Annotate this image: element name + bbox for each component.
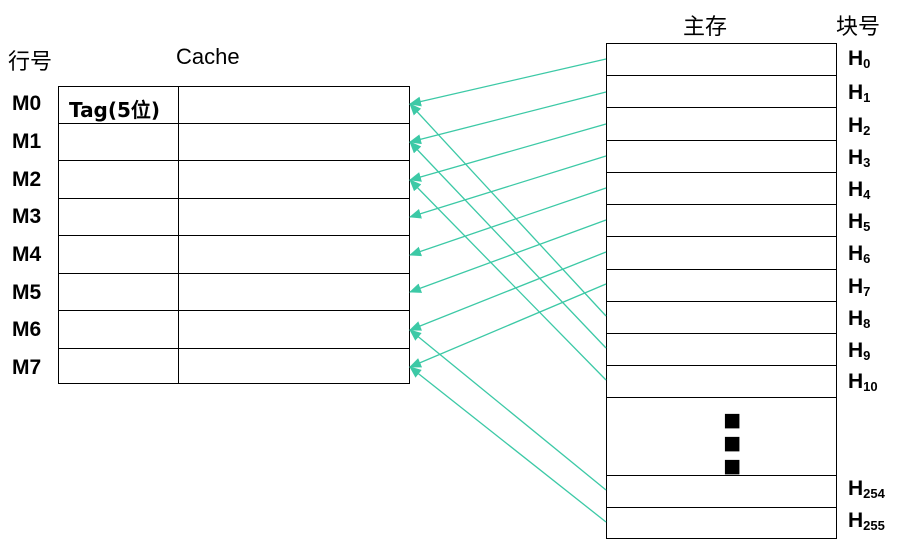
memory-row-divider [607,140,836,141]
main-memory-title: 主存 [683,15,728,40]
cache-row-label: M5 [12,281,42,304]
cache-title: Cache [176,44,240,69]
mapping-arrow [409,219,607,293]
cache-row-label: M2 [12,168,42,191]
block-label: H1 [848,81,871,105]
cache-row-label: M4 [12,243,42,266]
cache-row-label: M0 [12,92,42,115]
memory-row-divider [607,365,836,366]
memory-row-divider [607,172,836,173]
mapping-arrow [409,91,607,145]
cache-row-divider [59,235,409,236]
cache-row-label: M3 [12,205,42,228]
row-number-header: 行号 [8,50,53,75]
block-label: H4 [848,178,871,202]
cache-row-label: M1 [12,130,42,153]
ellipsis-dot: ■ [723,404,742,437]
main-memory-table: ■ ■ ■ [606,43,837,539]
mapping-arrow [409,58,607,107]
block-label: H5 [848,210,871,234]
mapping-arrow [409,179,607,381]
mapping-arrow [409,251,607,331]
block-label: H254 [848,477,885,501]
mapping-arrow [409,103,607,317]
cache-row-divider [59,160,409,161]
ellipsis-dot: ■ [723,427,742,460]
block-label: H3 [848,146,871,170]
block-label: H10 [848,370,878,394]
memory-row-divider [607,75,836,76]
block-label: H8 [848,307,871,331]
cache-row-label: M7 [12,356,42,379]
block-label: H9 [848,339,871,363]
memory-row-divider [607,236,836,237]
tag-cell: Tag(5位) [69,98,161,122]
mapping-arrow [409,123,607,182]
block-label: H2 [848,114,871,138]
block-label: H6 [848,242,871,266]
memory-row-divider [607,301,836,302]
mapping-arrow [409,366,607,523]
cache-table: Tag(5位) [58,86,410,384]
mapping-arrow [409,155,607,219]
memory-row-divider [607,333,836,334]
memory-row-divider [607,107,836,108]
cache-row-divider [59,198,409,199]
block-label: H7 [848,275,871,299]
mapping-arrow [409,329,607,491]
block-label: H0 [848,47,871,71]
memory-row-divider [607,204,836,205]
memory-row-divider [607,269,836,270]
memory-row-divider [607,475,836,476]
block-number-header: 块号 [836,15,881,40]
ellipsis-dot: ■ [723,450,742,483]
cache-row-label: M6 [12,318,42,341]
mapping-arrow [409,141,607,349]
cache-row-divider [59,273,409,274]
mapping-arrow [409,187,607,257]
cache-row-divider [59,123,409,124]
memory-row-divider [607,397,836,398]
cache-row-divider [59,348,409,349]
mapping-arrow [409,283,607,368]
memory-row-divider [607,507,836,508]
cache-row-divider [59,310,409,311]
block-label: H255 [848,509,885,533]
